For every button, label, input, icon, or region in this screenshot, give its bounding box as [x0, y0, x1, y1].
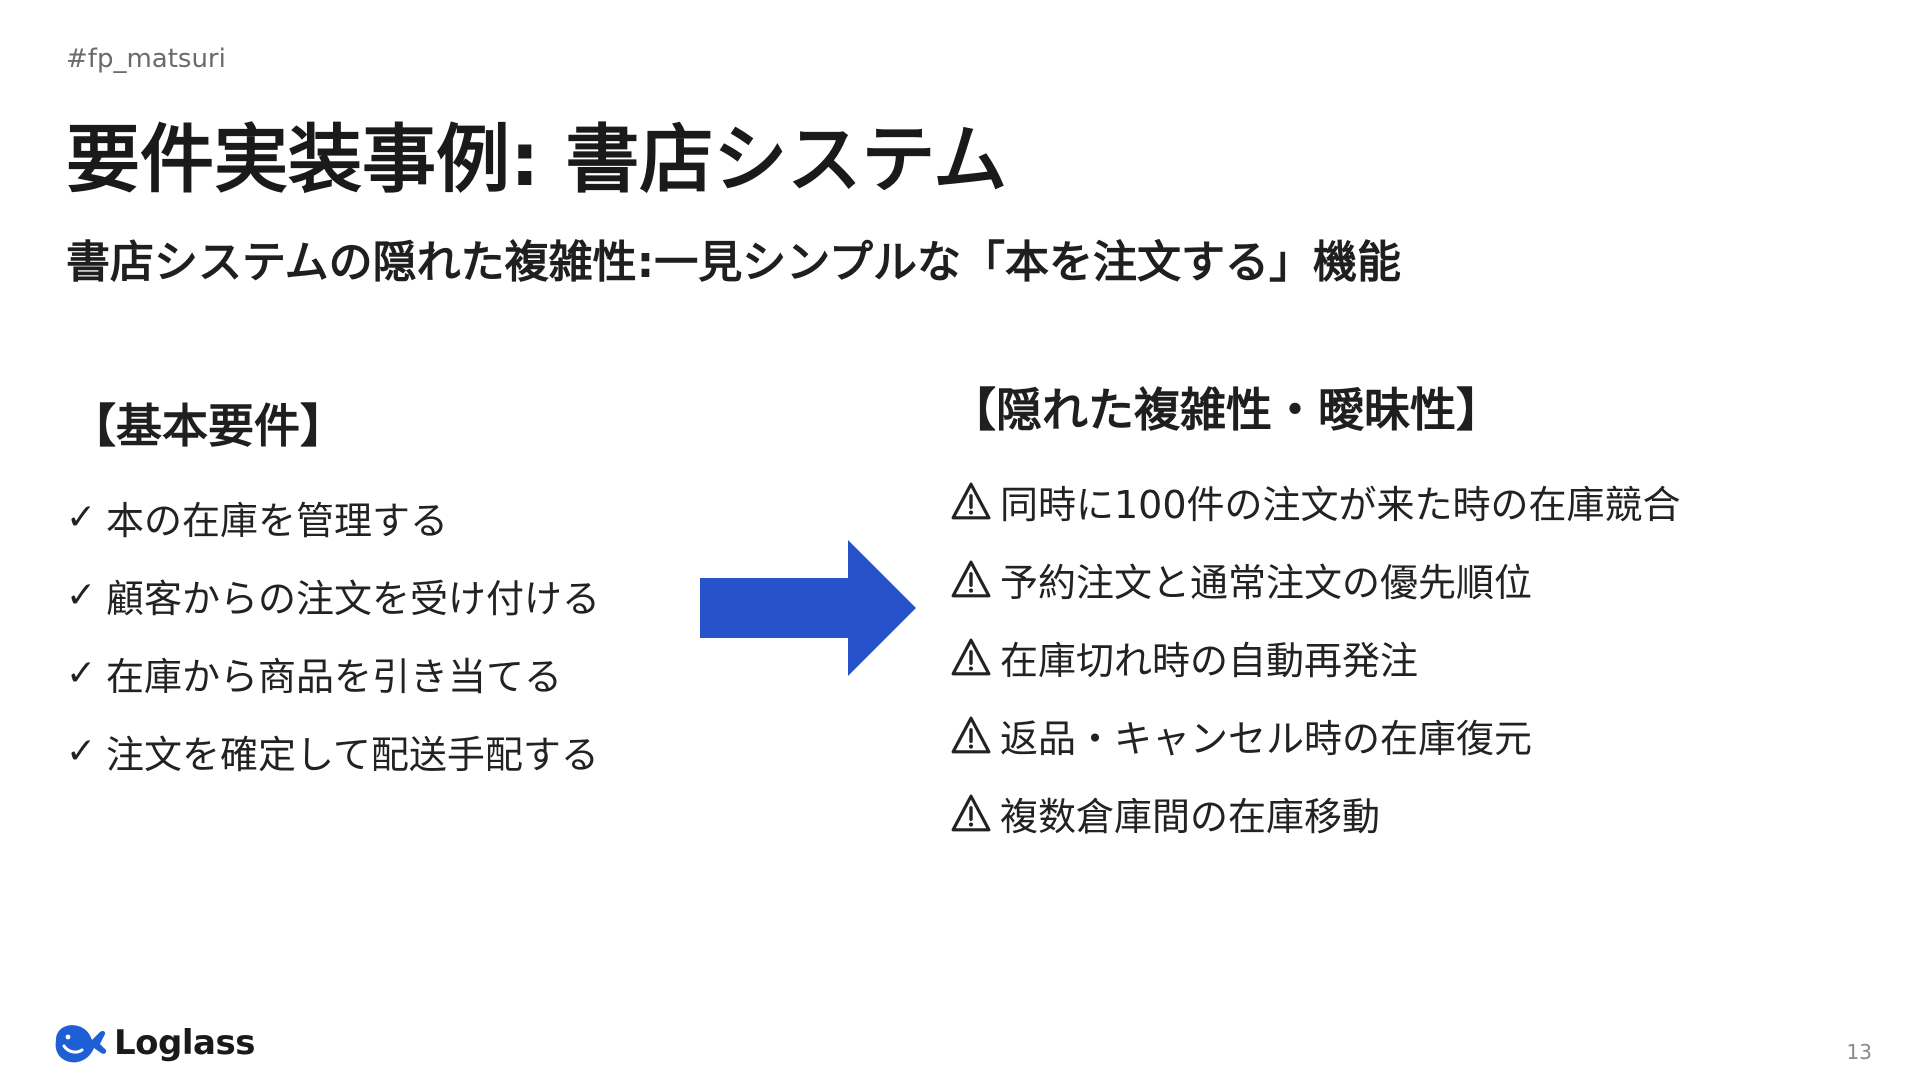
complexity-text: 複数倉庫間の在庫移動	[1000, 794, 1381, 839]
slide-title: 要件実装事例: 書店システム	[66, 117, 1008, 203]
logo-text: Loglass	[114, 1023, 255, 1063]
requirement-text: 注文を確定して配送手配する	[106, 732, 599, 777]
warning-icon	[951, 716, 991, 754]
loglass-logo: Loglass	[50, 1020, 255, 1066]
warning-icon	[951, 560, 991, 598]
requirement-item: ✓ 在庫から商品を引き当てる	[66, 634, 706, 712]
hidden-complexity-heading: 【隠れた複雑性・曖昧性】	[950, 383, 1502, 437]
complexity-item: 返品・キャンセル時の在庫復元	[950, 696, 1850, 774]
check-icon: ✓	[66, 730, 97, 772]
basic-requirements-section: 【基本要件】 ✓ 本の在庫を管理する ✓ 顧客からの注文を受け付ける ✓ 在庫か…	[66, 390, 706, 790]
check-icon: ✓	[66, 652, 97, 694]
complexity-text: 返品・キャンセル時の在庫復元	[1000, 716, 1533, 761]
basic-requirements-heading: 【基本要件】	[70, 399, 346, 453]
requirement-item: ✓ 本の在庫を管理する	[66, 478, 706, 556]
complexity-text: 予約注文と通常注文の優先順位	[1000, 560, 1533, 605]
warning-icon	[951, 638, 991, 676]
complexity-text: 在庫切れ時の自動再発注	[1000, 638, 1419, 683]
complexity-item: 複数倉庫間の在庫移動	[950, 774, 1850, 852]
check-icon: ✓	[66, 496, 97, 538]
warning-icon	[951, 482, 991, 520]
complexity-text: 同時に100件の注文が来た時の在庫競合	[1000, 482, 1681, 527]
complexity-item: 在庫切れ時の自動再発注	[950, 618, 1850, 696]
whale-icon	[55, 1025, 107, 1063]
requirement-item: ✓ 顧客からの注文を受け付ける	[66, 556, 706, 634]
check-icon: ✓	[66, 574, 97, 616]
page-number: 13	[1846, 1040, 1872, 1064]
warning-icon	[951, 794, 991, 832]
complexity-item: 予約注文と通常注文の優先順位	[950, 540, 1850, 618]
hidden-complexity-section: 【隠れた複雑性・曖昧性】 同時に100件の注文が来た時の在庫競合 予約注文と通常…	[950, 374, 1850, 852]
arrow-right-icon	[700, 540, 916, 676]
requirement-text: 本の在庫を管理する	[106, 498, 449, 543]
requirement-text: 在庫から商品を引き当てる	[106, 654, 563, 699]
requirement-item: ✓ 注文を確定して配送手配する	[66, 712, 706, 790]
complexity-item: 同時に100件の注文が来た時の在庫競合	[950, 462, 1850, 540]
requirement-text: 顧客からの注文を受け付ける	[106, 576, 601, 621]
slide-subtitle: 書店システムの隠れた複雑性:一見シンプルな「本を注文する」機能	[66, 237, 1401, 288]
hashtag: #fp_matsuri	[66, 44, 226, 74]
